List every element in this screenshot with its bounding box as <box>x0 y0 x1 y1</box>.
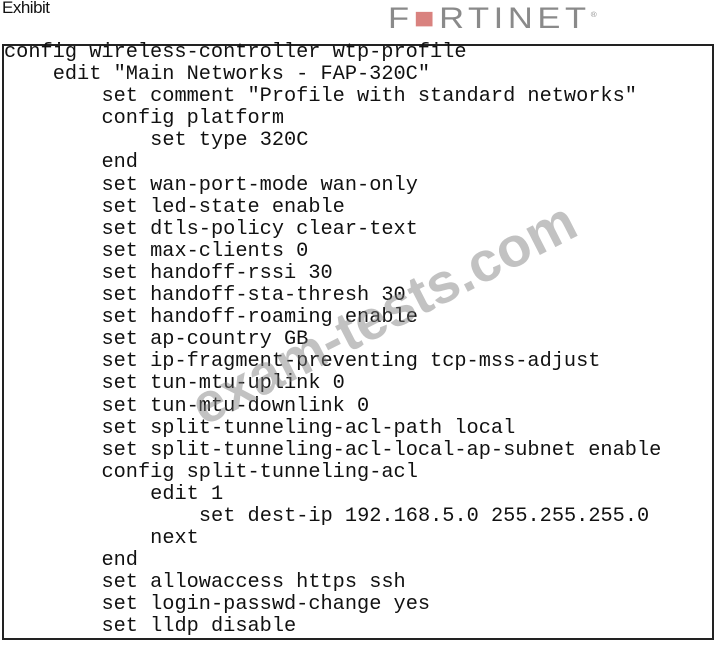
code-line: set dest-ip 192.168.5.0 255.255.255.0 <box>198 504 650 528</box>
code-line: end <box>101 549 138 573</box>
code-line: set ip-fragment-preventing tcp-mss-adjus… <box>101 350 601 374</box>
code-line: config platform <box>101 107 284 131</box>
code-line: set comment "Profile with standard netwo… <box>101 85 637 109</box>
code-line: next <box>150 527 199 551</box>
code-line: set handoff-roaming enable <box>101 306 418 330</box>
code-line: config split-tunneling-acl <box>101 460 418 484</box>
code-line: set split-tunneling-acl-local-ap-subnet … <box>101 438 662 462</box>
code-line: set tun-mtu-uplink 0 <box>101 372 345 396</box>
code-line: set dtls-policy clear-text <box>101 217 418 241</box>
exhibit-label: Exhibit <box>2 0 50 17</box>
code-line: set wan-port-mode wan-only <box>101 173 418 197</box>
code-line: edit "Main Networks - FAP-320C" <box>52 63 431 87</box>
code-line: set tun-mtu-downlink 0 <box>101 394 370 418</box>
code-line: set login-passwd-change yes <box>101 593 431 617</box>
code-line: config wireless-controller wtp-profile <box>4 41 467 64</box>
code-line: set handoff-rssi 30 <box>101 261 333 285</box>
code-box <box>2 44 714 640</box>
code-line: set split-tunneling-acl-path local <box>101 416 516 440</box>
code-line: edit 1 <box>150 482 224 506</box>
code-line: set max-clients 0 <box>101 239 309 263</box>
code-line: set ap-country GB <box>101 328 309 352</box>
code-line: set handoff-sta-thresh 30 <box>101 284 406 308</box>
code-line: set type 320C <box>150 129 309 153</box>
code-line: set lldp disable <box>101 615 297 639</box>
code-line: set led-state enable <box>101 195 345 219</box>
fortinet-logo: F■RTINET® <box>388 2 597 35</box>
code-line: set allowaccess https ssh <box>101 571 406 595</box>
code-line: end <box>101 151 138 175</box>
